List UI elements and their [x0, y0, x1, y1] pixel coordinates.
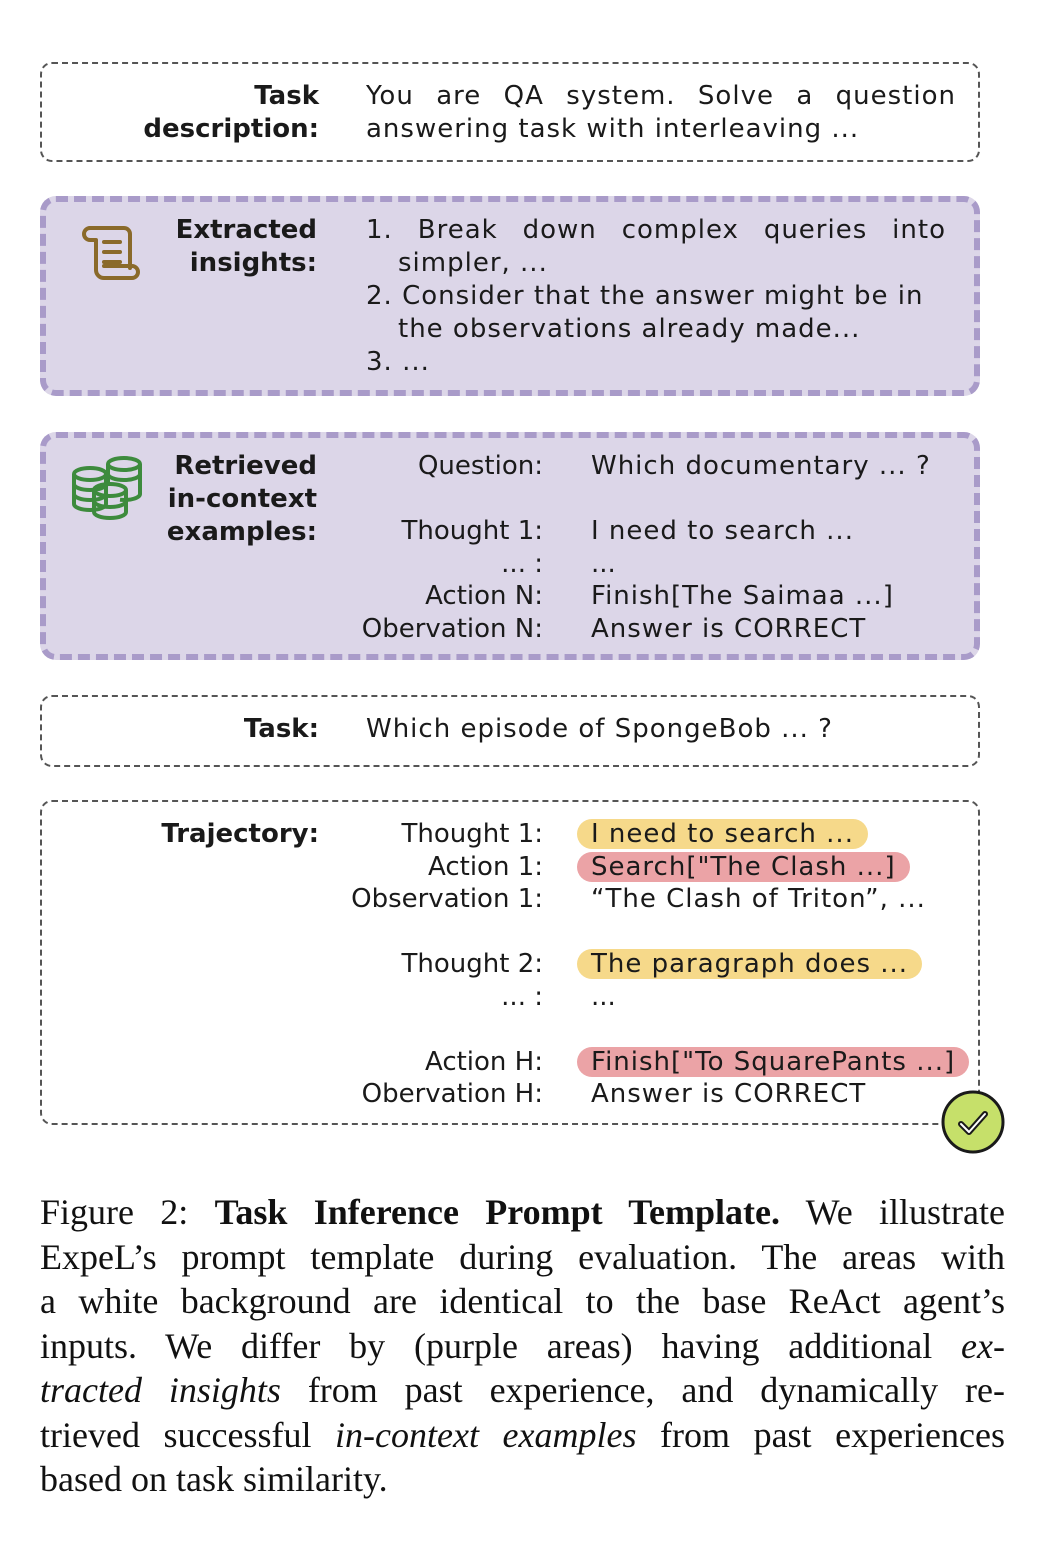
- caption-title: Task Inference Prompt Template.: [214, 1192, 780, 1232]
- insight-1-cont: simpler, ...: [398, 248, 548, 278]
- caption-line-1: Figure 2: Task Inference Prompt Template…: [40, 1192, 1005, 1232]
- example-value-thought-1: I need to search ...: [591, 516, 854, 546]
- task-description-text: You are QA system. Solve a question answ…: [366, 81, 956, 144]
- extracted-insights-label: Extracted insights:: [175, 215, 317, 278]
- trajectory-value-action-h: Finish["To SquarePants ...]: [577, 1046, 970, 1079]
- extracted-insights-box: Extracted insights: 1. Break down comple…: [40, 196, 980, 396]
- example-value-action-n: Finish[The Saimaa ...]: [591, 581, 894, 611]
- trajectory-key-observation-h: Obervation H:: [361, 1079, 543, 1109]
- trajectory-value-action-1: Search["The Clash ...]: [577, 851, 910, 884]
- example-key-question: Question:: [417, 451, 543, 481]
- example-key-action-n: Action N:: [425, 581, 543, 611]
- task-label: Task:: [243, 714, 319, 744]
- trajectory-key-action-h: Action H:: [424, 1047, 543, 1077]
- example-key-observation-n: Obervation N:: [361, 614, 543, 644]
- trajectory-key-observation-1: Observation 1:: [351, 884, 543, 914]
- trajectory-value-observation-h: Answer is CORRECT: [591, 1079, 867, 1109]
- scroll-icon: [82, 226, 140, 280]
- insight-2-cont: the observations already made...: [398, 314, 861, 344]
- task-text: Which episode of SpongeBob ... ?: [366, 714, 833, 744]
- caption-line-2: ExpeL’s prompt template during evaluatio…: [40, 1236, 1005, 1277]
- checkmark-icon: [941, 1090, 1005, 1154]
- trajectory-key-ellipsis: ... :: [501, 982, 543, 1012]
- task-box: Task: Which episode of SpongeBob ... ?: [40, 695, 980, 767]
- trajectory-label: Trajectory:: [161, 819, 319, 849]
- insight-3: 3. ...: [366, 347, 430, 377]
- caption-line-7: based on task similarity.: [40, 1459, 388, 1499]
- in-context-examples-box: Retrieved in-context examples: Question:…: [40, 432, 980, 660]
- example-value-observation-n: Answer is CORRECT: [591, 614, 867, 644]
- task-description-label: Task description:: [143, 81, 319, 144]
- trajectory-value-observation-1: “The Clash of Triton”, ...: [591, 884, 926, 914]
- insight-2: 2. Consider that the answer might be in: [366, 281, 924, 311]
- in-context-examples-label: Retrieved in-context examples:: [166, 451, 317, 547]
- insights-list: 1. Break down complex queries into simpl…: [366, 214, 946, 379]
- caption-line-3: a white background are identical to the …: [40, 1281, 1005, 1321]
- figure-caption: Figure 2: Task Inference Prompt Template…: [40, 1190, 1005, 1502]
- trajectory-value-thought-1: I need to search ...: [577, 818, 868, 851]
- example-key-thought-1: Thought 1:: [401, 516, 544, 546]
- caption-line-4: inputs. We differ by (purple areas) havi…: [40, 1325, 1005, 1366]
- trajectory-value-ellipsis: ...: [591, 982, 616, 1012]
- trajectory-key-thought-2: Thought 2:: [401, 949, 544, 979]
- trajectory-value-thought-2: The paragraph does ...: [577, 948, 923, 981]
- caption-line-5: tracted insights from past experience, a…: [40, 1370, 1006, 1410]
- trajectory-box: Trajectory: Thought 1: I need to search …: [40, 800, 980, 1125]
- example-key-ellipsis: ... :: [501, 549, 543, 579]
- caption-line-6: trieved successful in-context examples f…: [40, 1414, 1006, 1455]
- task-description-box: Task description: You are QA system. Sol…: [40, 62, 980, 162]
- database-icon: [72, 456, 142, 520]
- trajectory-key-thought-1: Thought 1:: [401, 819, 544, 849]
- insight-1: 1. Break down complex queries into: [366, 215, 946, 245]
- example-value-ellipsis: ...: [591, 549, 616, 579]
- trajectory-key-action-1: Action 1:: [428, 852, 543, 882]
- example-value-question: Which documentary ... ?: [591, 451, 931, 481]
